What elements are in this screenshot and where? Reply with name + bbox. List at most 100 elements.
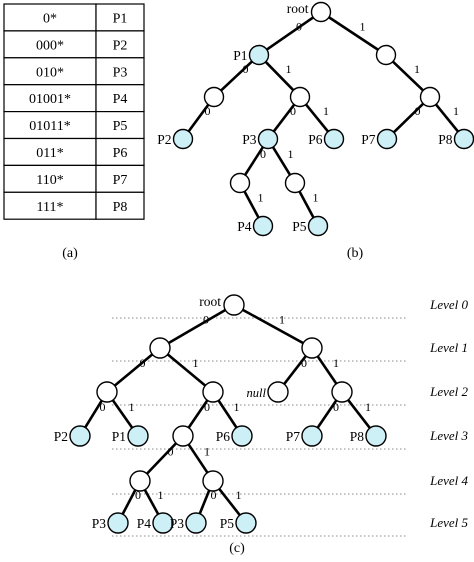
trie-edge <box>242 308 304 345</box>
prefix-label: P5 <box>292 219 307 234</box>
trie-edge <box>187 443 209 474</box>
trie-edge <box>145 442 178 475</box>
prefix-value: 000* <box>36 38 64 53</box>
prefix-label: P3 <box>242 132 257 147</box>
name-cell <box>95 30 145 59</box>
prefix-node <box>231 425 253 447</box>
internal-node <box>203 86 225 108</box>
edge-bit-label: 1 <box>360 20 366 34</box>
prefix-table: 0*P1000*P2010*P301001*P401011*P5011*P611… <box>3 3 145 220</box>
prefix-node <box>185 512 207 534</box>
prefix-label: P6 <box>216 429 231 444</box>
prefix-name: P6 <box>113 146 128 161</box>
prefix-label: P3 <box>170 516 185 531</box>
prefix-name: P8 <box>113 200 128 215</box>
prefix-name: P5 <box>113 119 128 134</box>
prefix-value: 0* <box>43 11 57 26</box>
root-node <box>223 294 245 316</box>
edge-bit-label: 1 <box>158 488 164 502</box>
root-node <box>310 1 332 23</box>
prefix-name: P4 <box>113 92 128 107</box>
internal-node <box>375 44 397 66</box>
internal-node <box>172 425 194 447</box>
name-cell <box>95 191 145 220</box>
table-row: 010*P3 <box>3 57 145 86</box>
internal-node <box>289 86 311 108</box>
trie-edge <box>391 60 425 92</box>
internal-node <box>331 381 353 403</box>
edge-bit-label: 1 <box>453 104 459 118</box>
level-label: Level 2 <box>429 384 468 399</box>
edge-bit-label: 1 <box>313 191 319 205</box>
edge-bit-label: 1 <box>288 147 294 161</box>
null-label: null <box>247 386 267 400</box>
prefix-label: P7 <box>286 429 301 444</box>
prefix-value: 01011* <box>29 119 70 134</box>
caption-c: (c) <box>229 541 245 556</box>
prefix-value: 110* <box>36 173 63 188</box>
trie-edge <box>167 308 227 345</box>
edge-bit-label: 0 <box>203 313 209 327</box>
internal-node <box>419 86 441 108</box>
trie-edge <box>218 488 241 516</box>
prefix-node <box>127 425 149 447</box>
prefix-node <box>453 128 474 150</box>
internal-node <box>229 172 251 194</box>
trie-edge <box>113 353 154 387</box>
internal-node <box>149 337 171 359</box>
trie-edge <box>166 353 207 387</box>
edge-bit-label: 1 <box>129 400 135 414</box>
prefix-node <box>307 215 329 237</box>
edge-bit-label: 0 <box>333 400 339 414</box>
edge-bit-label: 1 <box>258 191 264 205</box>
internal-node <box>129 470 151 492</box>
edge-bit-label: 0 <box>211 488 217 502</box>
table-row: 0*P1 <box>3 3 145 32</box>
prefix-node <box>376 128 398 150</box>
name-cell <box>95 164 145 193</box>
table-row: 000*P2 <box>3 30 145 59</box>
prefix-label: P8 <box>350 429 365 444</box>
level-label: Level 1 <box>429 340 468 355</box>
edge-bit-label: 1 <box>234 400 240 414</box>
edge-bit-label: 0 <box>260 147 266 161</box>
name-cell <box>95 57 145 86</box>
internal-node <box>202 381 224 403</box>
level-label: Level 4 <box>429 473 468 488</box>
internal-node <box>284 172 306 194</box>
prefix-label: P7 <box>361 132 376 147</box>
trie-edge <box>121 489 137 515</box>
prefix-label: P3 <box>92 516 107 531</box>
prefix-label: P2 <box>54 429 68 444</box>
trie-edge <box>298 190 315 219</box>
edge-bit-label: 0 <box>100 400 106 414</box>
trie-edge <box>198 489 211 515</box>
edge-bit-label: 1 <box>279 313 285 327</box>
edge-bit-label: 1 <box>323 104 329 118</box>
internal-node <box>96 381 118 403</box>
edge-bit-label: 1 <box>204 445 210 459</box>
trie-edge <box>187 103 210 133</box>
prefix-label: P6 <box>308 132 323 147</box>
prefix-value: 111* <box>37 200 64 215</box>
edge-bit-label: 1 <box>365 400 371 414</box>
prefix-label: P4 <box>137 516 152 531</box>
edge-bit-label: 0 <box>135 488 141 502</box>
prefix-label: P4 <box>237 219 252 234</box>
edge-bit-label: 0 <box>168 445 174 459</box>
edge-bit-label: 0 <box>243 62 249 76</box>
edge-bit-label: 1 <box>193 356 199 370</box>
trie-edge <box>316 399 338 429</box>
prefix-node <box>257 128 279 150</box>
prefix-node <box>365 425 387 447</box>
edge-bit-label: 1 <box>236 488 242 502</box>
prefix-name: P3 <box>113 65 128 80</box>
edge-bit-label: 0 <box>204 400 210 414</box>
prefix-value: 011* <box>36 146 63 161</box>
prefix-node <box>248 44 270 66</box>
